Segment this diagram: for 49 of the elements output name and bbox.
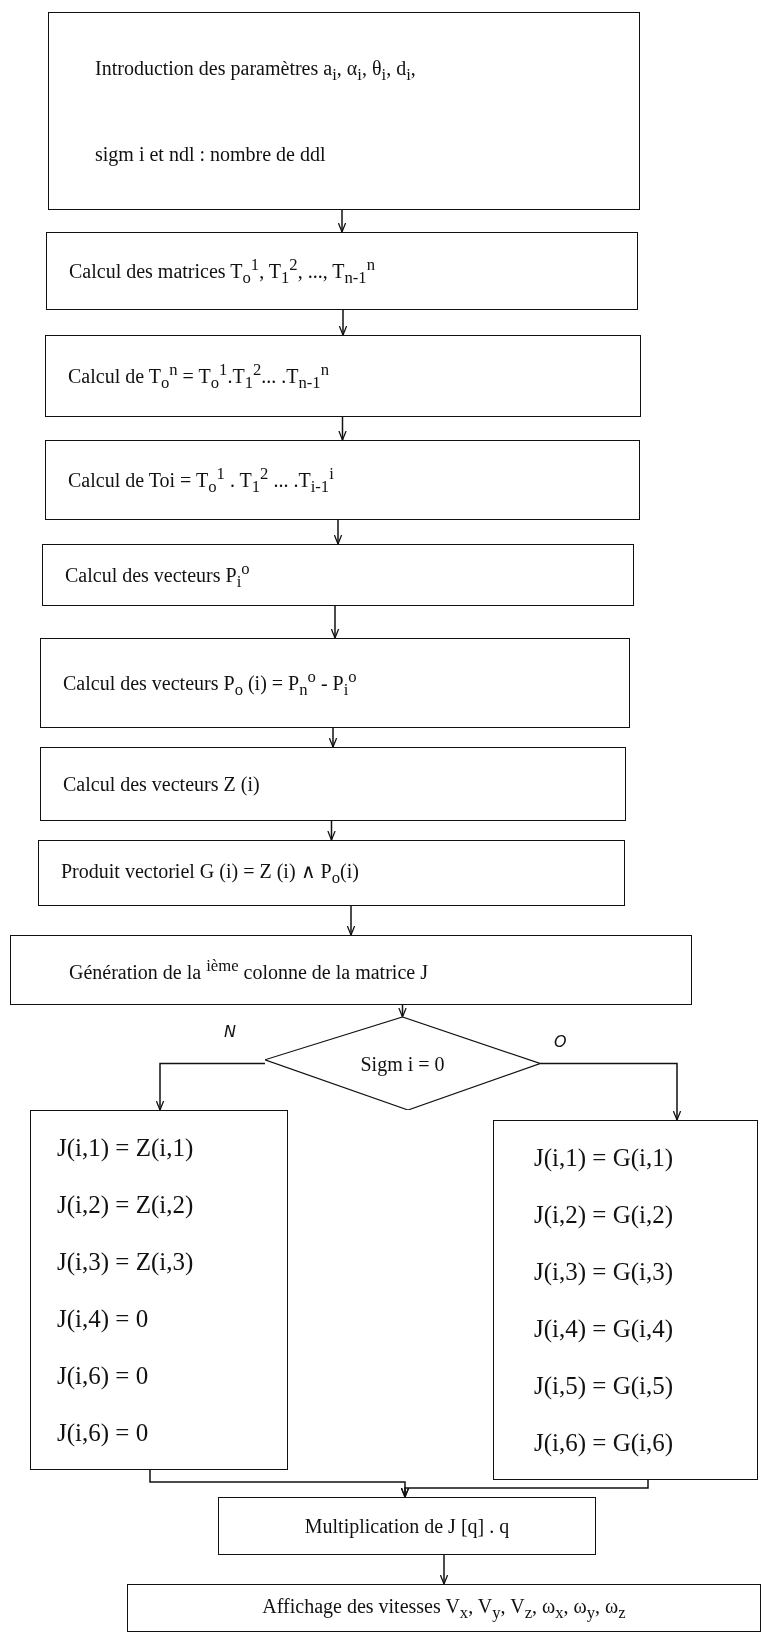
equation-text: J(i,4) = 0 [57,1303,150,1334]
process-box [38,840,625,906]
process-box [218,1497,596,1555]
process-box [46,232,638,310]
equation-text: J(i,6) = 0 [57,1360,150,1391]
arrow [328,727,338,748]
arrow [338,416,347,441]
edge-label: O [552,1034,569,1050]
process-box [45,440,640,520]
equation-text: J(i,5) = G(i,5) [534,1370,674,1401]
process-box [493,1120,758,1480]
arrow [398,1004,407,1018]
equation-text: J(i,6) = 0 [57,1417,150,1448]
process-box [40,747,626,821]
process-box [45,335,641,417]
edge-label: N [222,1024,238,1040]
arrow [337,209,347,233]
arrow [330,605,340,639]
equation-text: J(i,2) = Z(i,2) [57,1189,195,1220]
step-text: Produit vectoriel G (i) = Z (i) ∧ P$_{o}$(i) [61,858,360,888]
equation-text: J(i,2) = G(i,2) [534,1199,674,1230]
step-text: sigm i et ndl : nombre de ddl [95,142,327,167]
arrow [338,309,348,336]
equation-text: J(i,4) = G(i,4) [534,1313,674,1344]
arrow [155,1062,266,1111]
arrow [327,820,336,841]
step-text: Introduction des paramètres a$_{i}$, α$_{i}$, θ$_{i}$, d$_{i}$, [95,55,417,85]
decision-diamond [265,1017,540,1110]
step-text: Calcul des vecteurs Z (i) [63,772,261,796]
step-text: Génération de la $^{ième}$ colonne de la matrice J [69,956,429,984]
equation-text: J(i,6) = G(i,6) [534,1427,674,1458]
step-text: Sigm i = 0 [360,1051,445,1076]
step-text: Affichage des vitesses V$_{x}$, V$_{y}$, V$_{z}$, ω$_{x}$, ω$_{y}$, ω$_{z}$ [262,1593,626,1623]
process-box [42,544,634,606]
arrow [333,519,343,545]
arrow [346,905,356,936]
arrow [400,1479,649,1498]
equation-text: J(i,1) = G(i,1) [534,1142,674,1173]
process-box [10,935,692,1005]
arrow [439,1554,449,1585]
step-text: Multiplication de J [q] . q [304,1514,510,1538]
equation-text: J(i,1) = Z(i,1) [57,1132,195,1163]
arrow [539,1062,682,1121]
process-box [40,638,630,728]
process-box [127,1584,761,1632]
process-box [48,12,640,210]
equation-text: J(i,3) = G(i,3) [534,1256,674,1287]
equation-text: J(i,3) = Z(i,3) [57,1246,195,1277]
process-box [30,1110,288,1470]
